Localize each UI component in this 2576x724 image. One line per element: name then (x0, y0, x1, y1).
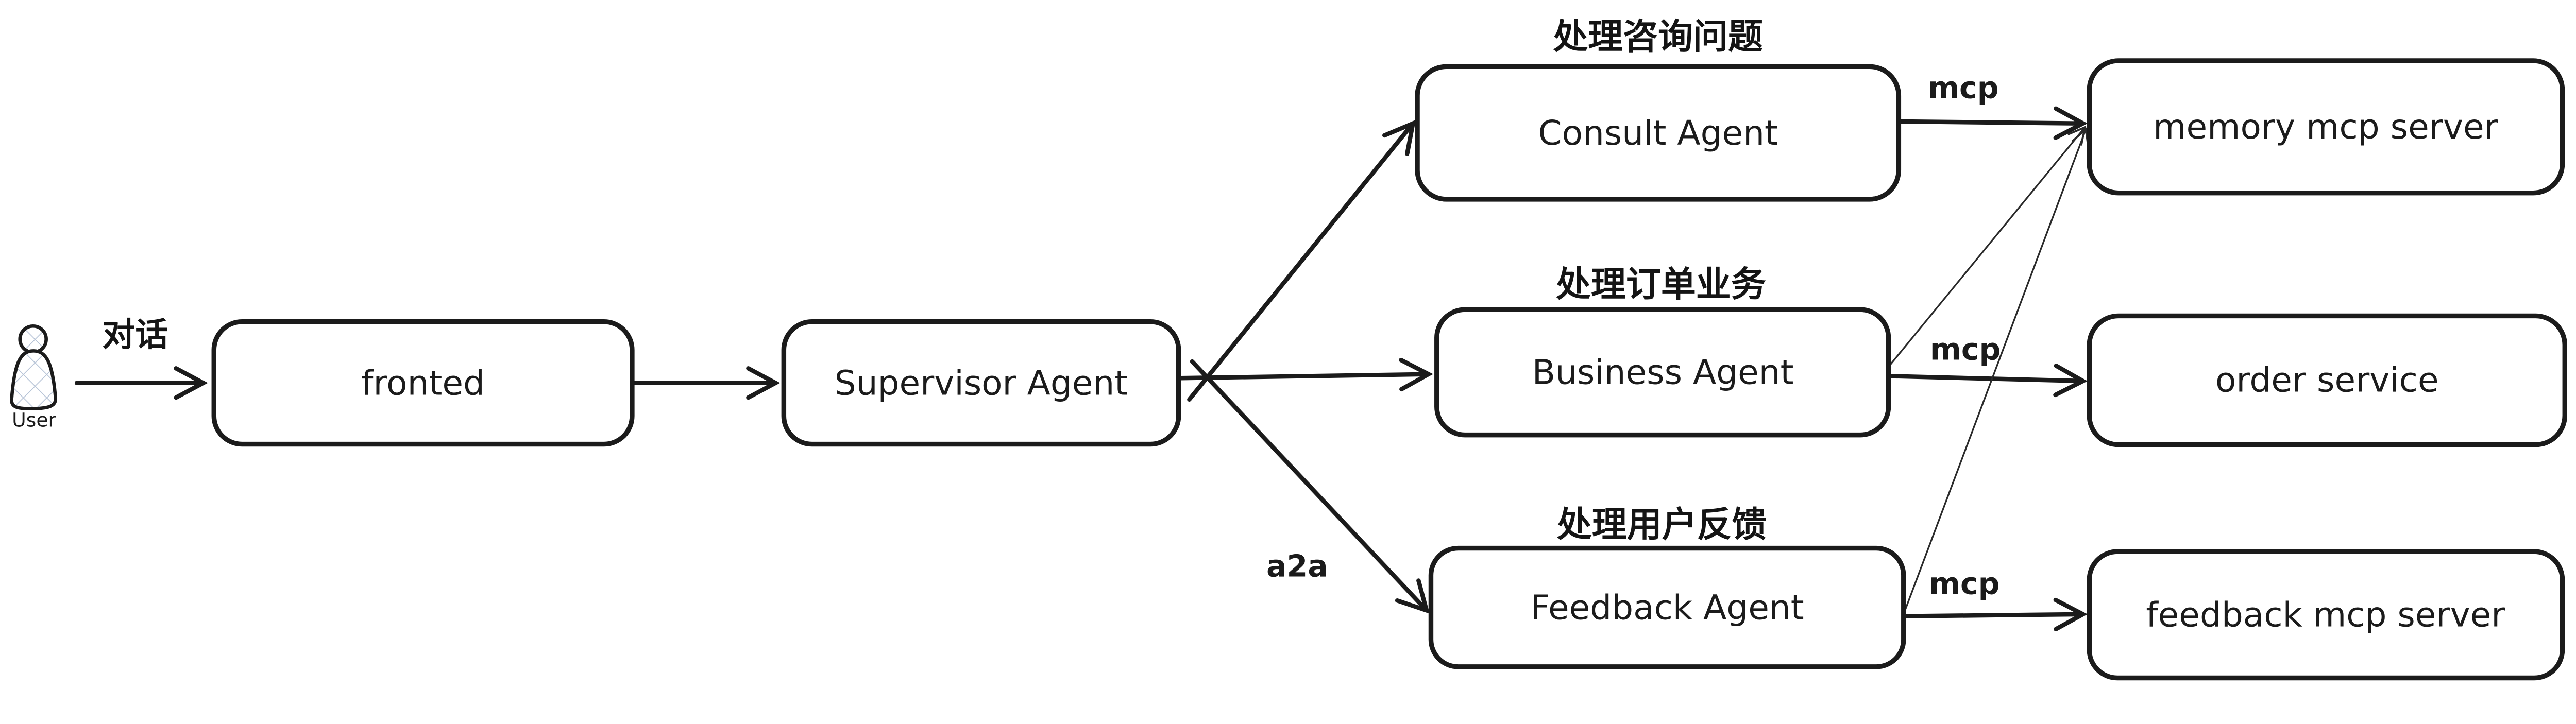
edge-label-mcp-business[interactable]: mcp (1930, 332, 2001, 367)
arrow-consult-to-memory[interactable] (1897, 106, 2088, 140)
edge-label-mcp-consult[interactable]: mcp (1928, 71, 1999, 106)
arrow-supervisor-to-consult[interactable] (1187, 119, 1416, 402)
user-figure[interactable]: User (10, 324, 57, 432)
edge-label-mcp-feedback[interactable]: mcp (1929, 566, 2000, 601)
group-title-business[interactable]: 处理订单业务 (1556, 265, 1766, 305)
arrow-supervisor-to-business[interactable] (1178, 357, 1433, 392)
node-feedback-mcp-server[interactable]: feedback mcp server (2087, 549, 2565, 681)
node-memory-mcp-server[interactable]: memory mcp server (2087, 58, 2565, 196)
node-frontend[interactable]: fronted (211, 319, 635, 447)
arrow-business-to-order[interactable] (1888, 364, 2088, 398)
edge-label-dialog[interactable]: 对话 (102, 316, 168, 354)
node-supervisor-agent[interactable]: Supervisor Agent (781, 319, 1181, 447)
node-frontend-label: fronted (361, 363, 485, 403)
node-consult-agent[interactable]: Consult Agent (1415, 64, 1902, 202)
group-title-consult[interactable]: 处理咨询问题 (1553, 16, 1763, 57)
agent-architecture-diagram: User 对话 a2a mcp mcp mcp 处理咨询问题 处理订单业务 处理… (10, 16, 2567, 681)
node-feedback-agent-label: Feedback Agent (1531, 588, 1804, 627)
edge-label-a2a[interactable]: a2a (1266, 548, 1328, 583)
line-feedback-to-memory[interactable] (1904, 127, 2089, 611)
node-business-agent-label: Business Agent (1532, 353, 1794, 392)
arrow-feedback-to-feedbackserver[interactable] (1903, 597, 2088, 632)
node-feedback-mcp-server-label: feedback mcp server (2146, 595, 2505, 634)
group-title-feedback[interactable]: 处理用户反馈 (1557, 505, 1767, 545)
user-head-icon (18, 324, 48, 354)
node-supervisor-agent-label: Supervisor Agent (835, 363, 1128, 403)
user-label: User (12, 409, 56, 432)
arrow-supervisor-to-feedback[interactable] (1190, 359, 1430, 614)
node-business-agent[interactable]: Business Agent (1434, 307, 1891, 438)
node-consult-agent-label: Consult Agent (1538, 113, 1777, 153)
node-order-service-label: order service (2215, 360, 2439, 400)
node-order-service[interactable]: order service (2087, 313, 2567, 447)
user-body-icon (10, 349, 57, 410)
node-memory-mcp-server-label: memory mcp server (2153, 107, 2498, 147)
node-feedback-agent[interactable]: Feedback Agent (1428, 545, 1906, 669)
line-business-to-memory[interactable] (1889, 126, 2087, 366)
